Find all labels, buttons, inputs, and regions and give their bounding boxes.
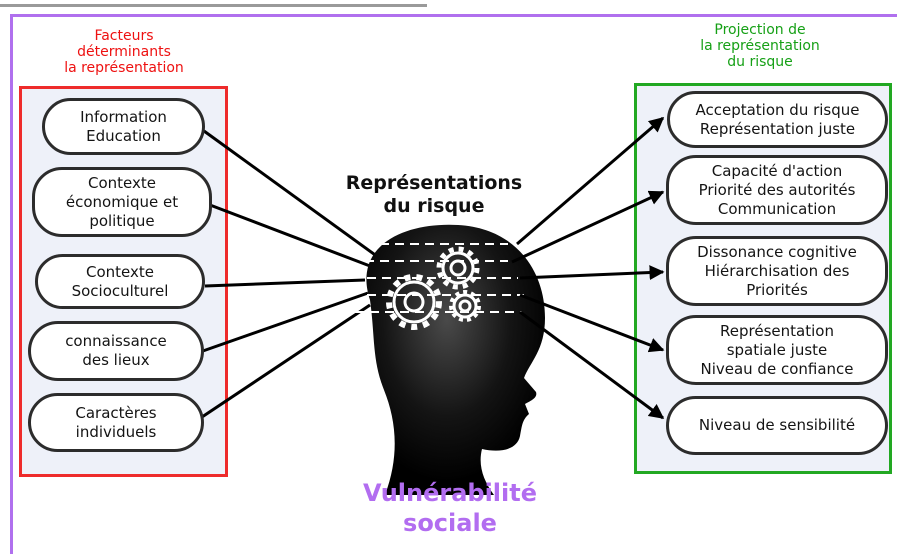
factor-connaissance-lieux: connaissance des lieux — [28, 321, 204, 381]
arrow-out-5 — [519, 310, 665, 420]
top-rule — [0, 4, 427, 7]
arrow-line-3 — [204, 278, 366, 288]
left-panel-heading: Facteurs déterminants la représentation — [64, 28, 184, 76]
outer-frame — [10, 14, 897, 554]
factor-information-education: Information Education — [42, 98, 205, 155]
right-panel-heading: Projection de la représentation du risqu… — [700, 22, 820, 70]
projection-dissonance: Dissonance cognitive Hiérarchisation des… — [666, 236, 888, 306]
factor-contexte-economique: Contexte économique et politique — [32, 167, 212, 237]
arrow-out-1 — [516, 116, 665, 246]
projection-acceptation: Acceptation du risque Représentation jus… — [667, 91, 888, 148]
arrow-line-2 — [209, 203, 371, 268]
projection-representation-spatiale: Représentation spatiale juste Niveau de … — [666, 315, 888, 385]
head-silhouette — [366, 224, 545, 495]
arrow-out-4 — [519, 293, 665, 353]
arrow-line-4 — [199, 291, 369, 354]
arrow-out-3 — [519, 265, 665, 281]
gears-icon — [386, 246, 481, 330]
center-title: Représentations du risque — [345, 172, 523, 217]
arrow-line-1 — [203, 129, 379, 259]
dashed-bands — [355, 243, 524, 313]
arrow-line-5 — [198, 303, 371, 421]
arrow-out-2 — [511, 190, 665, 264]
projection-sensibilite: Niveau de sensibilité — [666, 396, 888, 455]
projection-capacite: Capacité d'action Priorité des autorités… — [666, 155, 888, 225]
factor-contexte-socioculturel: Contexte Socioculturel — [35, 254, 205, 309]
factor-caracteres-individuels: Caractères individuels — [28, 393, 204, 452]
bottom-title: Vulnérabilité sociale — [362, 479, 538, 537]
diagram-graphics — [198, 116, 665, 495]
